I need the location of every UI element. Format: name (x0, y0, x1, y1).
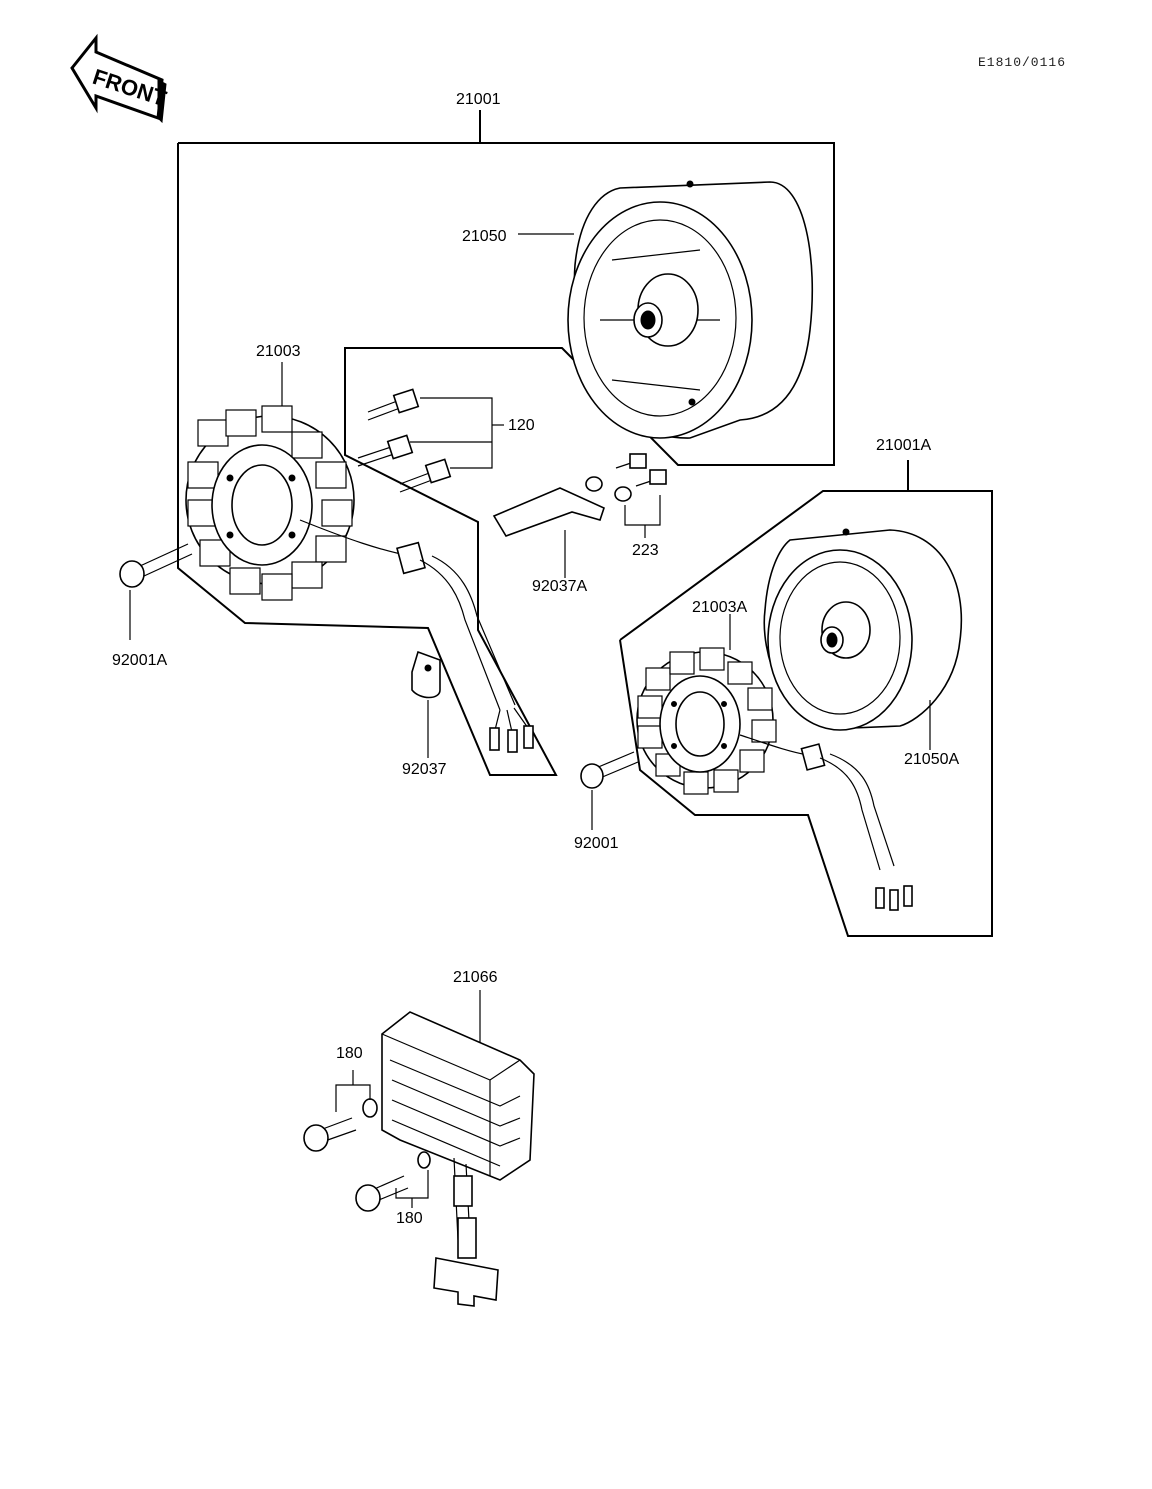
bolt-92001A (119, 543, 193, 640)
label-180-bottom: 180 (396, 1210, 423, 1227)
clamp-92037 (411, 650, 441, 758)
front-arrow-icon: FRONT (70, 33, 170, 124)
bolts-223 (585, 453, 667, 538)
label-21003: 21003 (256, 343, 301, 360)
label-21066: 21066 (453, 969, 498, 986)
assembly-21001-frame (177, 110, 835, 776)
assembly-21001A-frame (619, 460, 993, 937)
label-120: 120 (508, 417, 535, 434)
label-21050: 21050 (462, 228, 507, 245)
rotor-21050A (763, 528, 963, 750)
regulator-21066 (381, 990, 535, 1307)
bolts-120 (357, 388, 504, 493)
label-21001A: 21001A (876, 437, 932, 454)
label-92001: 92001 (574, 835, 619, 852)
label-223: 223 (632, 542, 659, 559)
label-21050A: 21050A (904, 751, 960, 768)
bolt-92001 (580, 751, 639, 830)
bolts-180 (303, 1070, 431, 1212)
label-92001A: 92001A (112, 652, 168, 669)
label-92037A: 92037A (532, 578, 588, 595)
label-180-top: 180 (336, 1045, 363, 1062)
label-92037: 92037 (402, 761, 447, 778)
label-21001: 21001 (456, 91, 501, 108)
stator-21003 (185, 362, 534, 753)
label-21003A: 21003A (692, 599, 748, 616)
stator-21003A (636, 614, 913, 911)
reference-code: E1810/0116 (978, 55, 1067, 70)
rotor-21050 (518, 180, 814, 439)
clamp-92037A (492, 487, 605, 578)
